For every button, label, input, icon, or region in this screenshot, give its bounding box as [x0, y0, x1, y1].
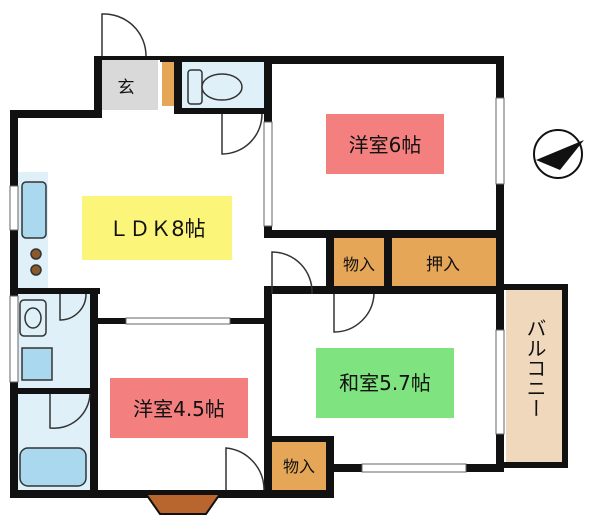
entrance-label: 玄: [118, 78, 135, 98]
bay-window: [144, 493, 222, 515]
storage-small-2-label: 物入: [283, 457, 315, 476]
ldk-label-bg: [82, 196, 232, 260]
toilet-storage: [162, 62, 176, 106]
bathtub-icon: [19, 447, 87, 487]
japanese-label-bg: [316, 348, 454, 418]
storage-small-1: [332, 236, 386, 288]
japanese-label: 和室5.7帖: [339, 371, 431, 395]
ldk-label: ＬＤＫ8帖: [108, 217, 205, 241]
balcony-floor: [506, 290, 564, 462]
western2-label: 洋室4.5帖: [133, 397, 225, 421]
western1-label: 洋室6帖: [349, 133, 422, 157]
kitchen-counter-icon: [21, 181, 47, 276]
washing-machine-icon: [21, 347, 53, 381]
north-compass-icon: [533, 129, 584, 179]
western2-label-bg: [110, 378, 248, 438]
western1-label-bg: [326, 114, 444, 174]
balcony-label: バルコニー: [523, 318, 547, 418]
storage-small-2: [272, 440, 326, 490]
storage-closet-label: 押入: [426, 255, 460, 275]
entrance-floor: [98, 60, 158, 110]
washbasin-icon: [19, 299, 47, 337]
toilet-icon: [187, 69, 243, 105]
door-swings: [49, 13, 375, 491]
storage-small-1-label: 物入: [343, 255, 375, 274]
storage-closet: [390, 236, 496, 288]
windows: [9, 97, 505, 473]
